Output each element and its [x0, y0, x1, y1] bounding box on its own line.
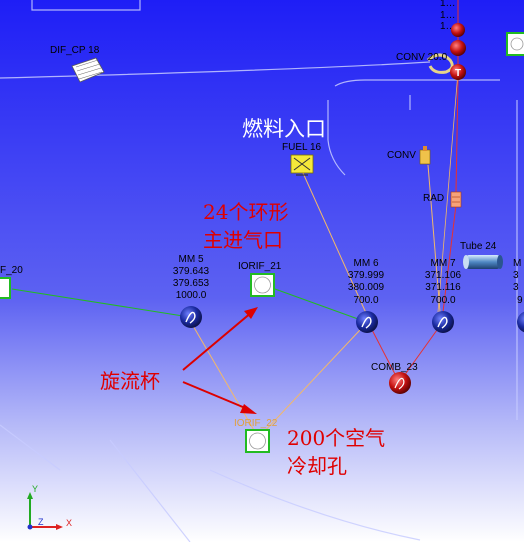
- mm-right-node[interactable]: M 3 3 9: [513, 258, 524, 333]
- conv-mid-component[interactable]: CONV: [387, 146, 431, 165]
- top-red-node-2[interactable]: [450, 40, 466, 56]
- cooling-holes-annotation-line2: 冷却孔: [287, 454, 347, 478]
- mm7-name: MM 7: [431, 258, 456, 269]
- mm-right-value-1: 3: [513, 270, 519, 281]
- mm5-value-3: 1000.0: [176, 290, 207, 301]
- mm-right-name: M: [513, 258, 521, 269]
- dif-cp-label: DIF_CP 18: [50, 45, 100, 56]
- flow-rad-to-conv: [455, 79, 459, 194]
- axis-triad: Y Z X: [27, 484, 72, 530]
- mm-right-value-2: 3: [513, 282, 519, 293]
- comb-ball: [389, 372, 411, 394]
- mm7-value-1: 371.106: [425, 270, 462, 281]
- mm5-value-1: 379.643: [173, 266, 210, 277]
- tube-component[interactable]: Tube 24: [460, 241, 503, 269]
- arrowhead-iorif21: [244, 307, 258, 319]
- flow-conv-to-mm7: [427, 164, 441, 313]
- tube-icon: [466, 255, 500, 269]
- arrowhead-iorif22: [240, 404, 257, 414]
- mm6-name: MM 6: [354, 258, 379, 269]
- top-right-box-icon[interactable]: [506, 32, 524, 56]
- mm6-ball: [356, 311, 378, 333]
- dif-cp-component[interactable]: DIF_CP 18: [50, 45, 105, 83]
- mm5-value-2: 379.653: [173, 278, 210, 289]
- mm6-value-1: 379.999: [348, 270, 385, 281]
- conv-mid-icon: [419, 149, 431, 165]
- temperature-node-letter: T: [455, 68, 461, 79]
- mm5-node[interactable]: MM 5 379.643 379.653 1000.0: [173, 254, 210, 328]
- fuel-inlet-annotation: 燃料入口: [242, 118, 326, 141]
- top-fragment-2: 1…: [440, 10, 456, 21]
- mm5-ball: [180, 306, 202, 328]
- axis-z-label: Z: [38, 517, 44, 527]
- swirler-annotation: 旋流杯: [100, 369, 160, 393]
- annotation-arrows: [182, 307, 258, 414]
- mm5-name: MM 5: [179, 254, 204, 265]
- mm-right-value-3: 9: [517, 295, 523, 306]
- flow-comb-to-mm7: [403, 329, 438, 377]
- flow-orif20-to-mm5: [11, 288, 184, 317]
- fuel-component[interactable]: FUEL 16: [282, 142, 322, 176]
- flow-mm5-to-iorif22: [191, 323, 256, 433]
- orifice-20-label: F_20: [0, 265, 23, 276]
- flow-iorif22-to-mm6: [261, 329, 361, 435]
- conv-mid-label: CONV: [387, 150, 416, 161]
- flow-fuel-to-mm6: [302, 172, 367, 314]
- iorif-21-component[interactable]: IORIF_21: [238, 261, 282, 297]
- rad-component[interactable]: RAD: [423, 191, 462, 208]
- mm7-value-2: 371.116: [425, 282, 461, 293]
- flow-connections: [11, 0, 459, 435]
- z-axis-dot: [27, 524, 33, 530]
- mm7-node[interactable]: MM 7 371.106 371.116 700.0: [425, 258, 462, 333]
- top-fragment-3: 1…: [440, 21, 456, 32]
- comb-label: COMB_23: [371, 362, 418, 373]
- iorif-22-label: IORIF_22: [234, 418, 278, 429]
- flow-iorif21-to-mm6: [274, 288, 359, 320]
- orifice-20-icon: [0, 277, 11, 299]
- arrow-swirler-to-iorif22: [182, 381, 251, 411]
- fuel-label: FUEL 16: [282, 142, 322, 153]
- iorif-21-label: IORIF_21: [238, 261, 282, 272]
- top-right-cluster[interactable]: 1… 1… 1… T CONV 20.0: [396, 0, 524, 80]
- mm6-value-2: 380.009: [348, 282, 385, 293]
- flow-mm6-to-comb: [369, 325, 397, 377]
- temperature-node[interactable]: [450, 64, 466, 80]
- conv-top-label: CONV 20.0: [396, 52, 448, 63]
- axis-y-label: Y: [32, 484, 38, 494]
- main-inlet-annotation-line1: 24个环形: [203, 200, 288, 224]
- tube-label: Tube 24: [460, 241, 497, 252]
- arrow-swirler-to-iorif21: [182, 311, 253, 371]
- mm7-value-3: 700.0: [430, 295, 455, 306]
- mm7-ball: [432, 311, 454, 333]
- top-red-node-1[interactable]: [451, 23, 465, 37]
- iorif-22-component[interactable]: IORIF_22: [234, 418, 278, 453]
- mm6-value-3: 700.0: [353, 295, 378, 306]
- cooling-holes-annotation-line1: 200个空气: [287, 426, 385, 450]
- comb-component[interactable]: COMB_23: [371, 362, 418, 394]
- flow-mm7-up: [437, 71, 459, 313]
- rad-icon: [450, 191, 462, 208]
- flow-mm7-to-rad: [442, 204, 457, 313]
- main-inlet-annotation-line2: 主进气口: [203, 228, 283, 252]
- top-fragment-1: 1…: [440, 0, 456, 9]
- mm-right-ball: [517, 311, 524, 333]
- axis-x-label: X: [66, 518, 72, 528]
- orifice-20-component[interactable]: F_20: [0, 265, 23, 299]
- mm6-node[interactable]: MM 6 379.999 380.009 700.0: [348, 258, 385, 333]
- rad-label: RAD: [423, 193, 444, 204]
- diffuser-icon: [71, 57, 105, 83]
